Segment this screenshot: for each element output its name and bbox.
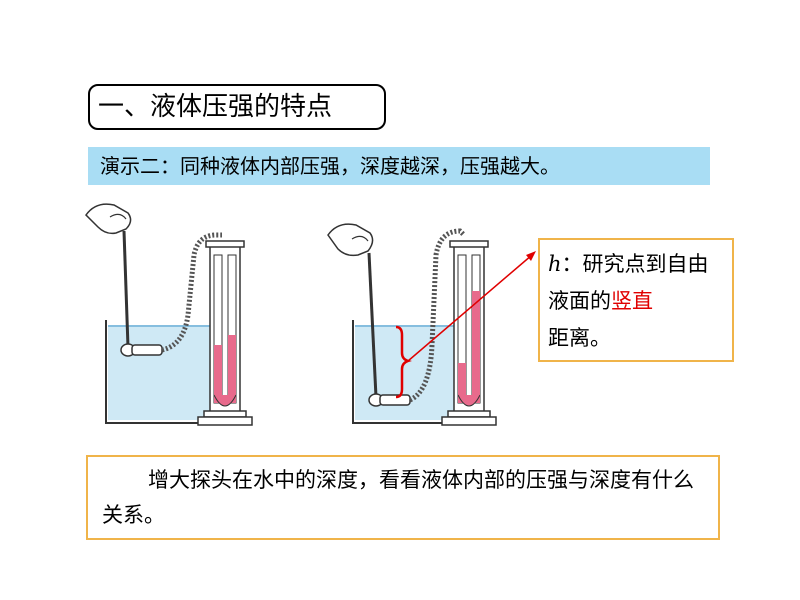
- left-manometer: [197, 240, 253, 426]
- note-highlight: 竖直: [611, 289, 653, 313]
- annotation-arrow: [407, 254, 533, 362]
- right-manometer: [441, 240, 497, 426]
- demo-statement: 演示二：同种液体内部压强，深度越深，压强越大。: [88, 147, 710, 185]
- left-setup: [85, 203, 253, 426]
- depth-definition-note: h：研究点到自由液面的竖直距离。: [538, 238, 734, 362]
- note-text-2: 距离。: [548, 326, 611, 350]
- right-tube: [408, 228, 466, 403]
- left-hand: [85, 203, 132, 235]
- right-rod: [367, 252, 378, 398]
- question-box: 增大探头在水中的深度，看看液体内部的压强与深度有什么关系。: [86, 455, 720, 540]
- right-setup: [327, 223, 497, 426]
- note-text-1: ：研究点到自由液面的: [548, 252, 709, 313]
- experiment-illustration: [85, 203, 536, 426]
- h-variable: h: [548, 252, 562, 276]
- left-rod: [122, 230, 130, 348]
- section-title: 一、液体压强的特点: [88, 84, 386, 130]
- arrow-head: [526, 251, 536, 261]
- left-tube: [161, 232, 222, 353]
- right-hand: [327, 223, 374, 257]
- question-text: 增大探头在水中的深度，看看液体内部的压强与深度有什么关系。: [102, 468, 694, 527]
